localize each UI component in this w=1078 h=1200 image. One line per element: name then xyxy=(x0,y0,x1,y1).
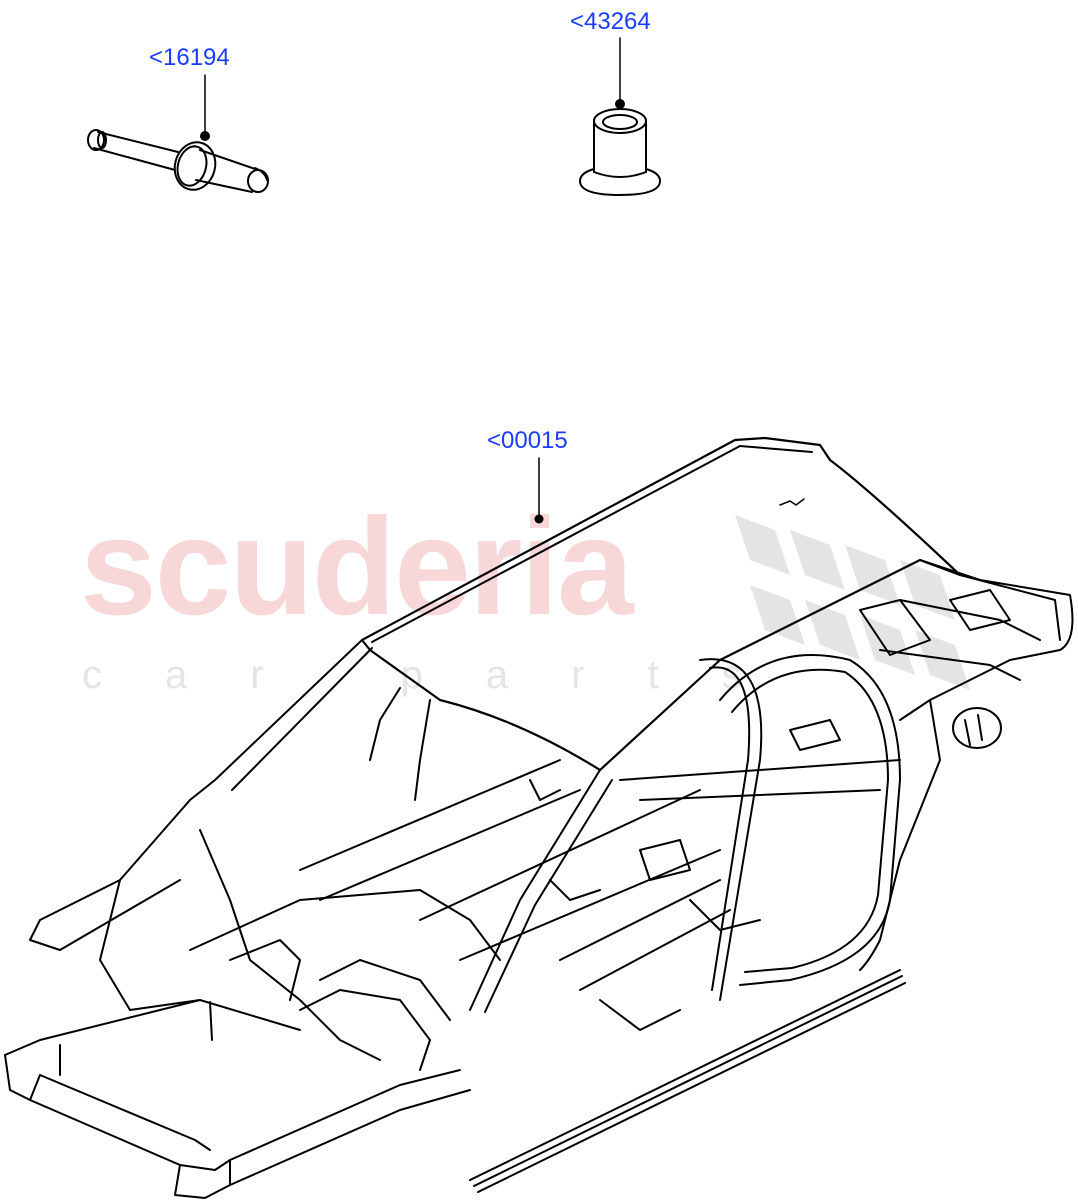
callout-part-43264[interactable]: <43264 xyxy=(570,8,651,35)
sleeve-bush-icon xyxy=(579,37,661,196)
body-shell-icon xyxy=(4,436,1074,1199)
rivet-pin-icon xyxy=(87,74,269,193)
callout-part-00015[interactable]: <00015 xyxy=(487,427,568,454)
callout-part-16194[interactable]: <16194 xyxy=(149,44,230,71)
